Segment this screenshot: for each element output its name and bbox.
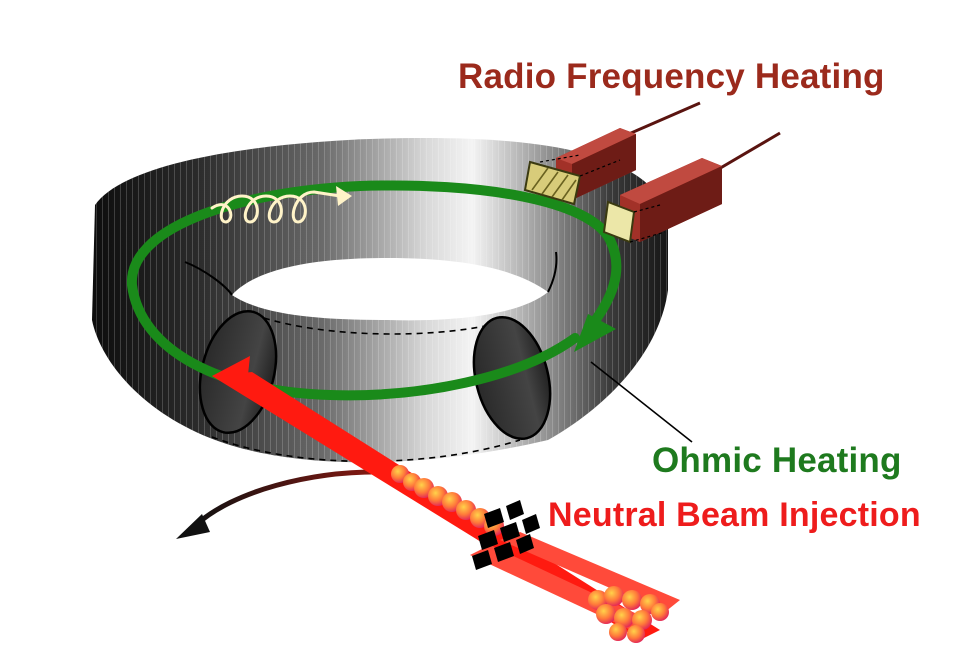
neutral-particles-stream (391, 465, 504, 536)
ohmic-leader-line (590, 361, 693, 443)
deflection-arrow-icon (176, 469, 389, 539)
label-neutral-beam-injection: Neutral Beam Injection (548, 496, 921, 534)
neutral-particles-source (588, 586, 669, 643)
rf-window-hatched (523, 160, 582, 206)
neutralizer-grid-icon (472, 500, 540, 570)
cross-section-right (472, 315, 552, 441)
label-radio-frequency-heating: Radio Frequency Heating (458, 57, 885, 96)
label-ohmic-heating: Ohmic Heating (652, 441, 902, 480)
neutral-beam (212, 356, 680, 643)
gyration-icon (210, 186, 352, 224)
rf-antenna-2 (620, 131, 781, 242)
